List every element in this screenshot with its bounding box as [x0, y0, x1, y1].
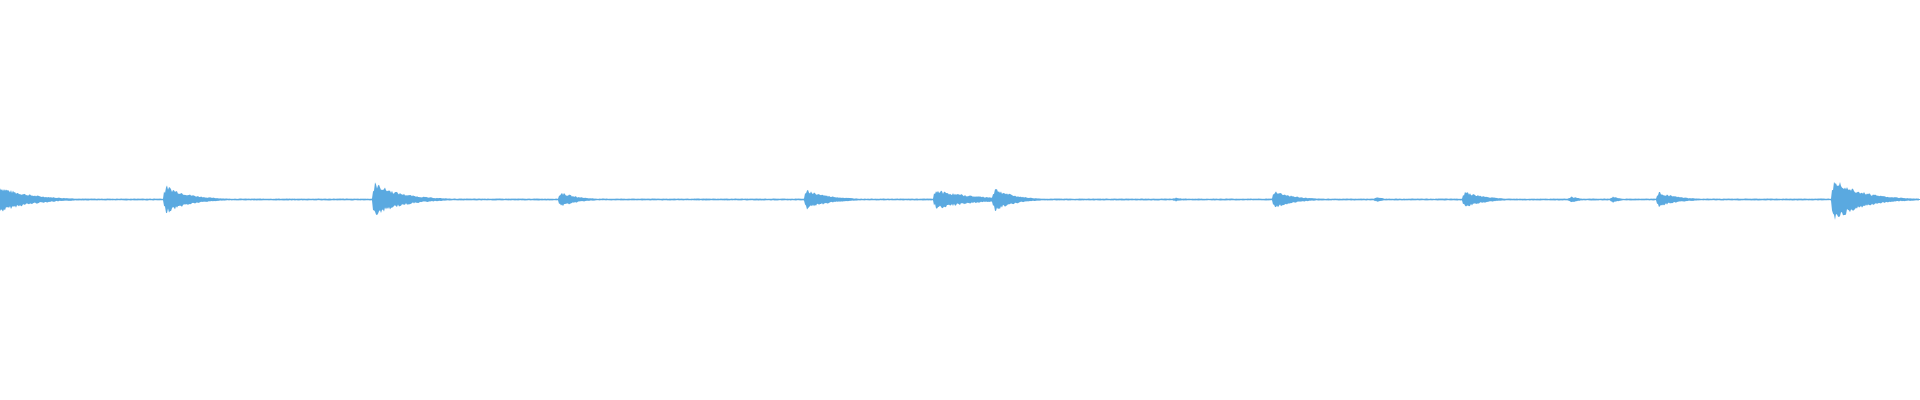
waveform-signal [0, 181, 1919, 220]
